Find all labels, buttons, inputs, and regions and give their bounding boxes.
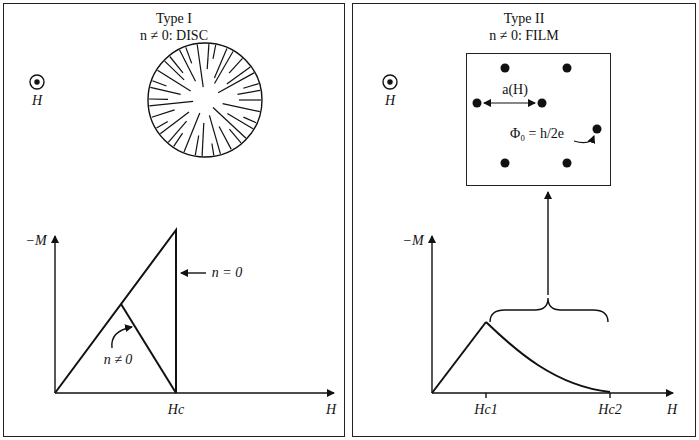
tick xyxy=(485,393,486,398)
curve-label: n ≠ 0 xyxy=(104,352,133,368)
domain-line xyxy=(223,104,260,112)
domain-line xyxy=(219,127,231,150)
domain-line xyxy=(168,121,186,142)
flux-quantum-label: Φ₀ = h/2e xyxy=(510,126,564,142)
domain-line xyxy=(149,101,193,106)
domain-lines xyxy=(149,44,261,156)
domain-line xyxy=(213,108,246,139)
spacing-arrow xyxy=(484,102,535,103)
domain-line xyxy=(209,115,220,153)
leader-arrow xyxy=(112,327,132,348)
spacing-label: a(H) xyxy=(502,82,528,98)
domain-line xyxy=(152,110,175,117)
domain-line xyxy=(157,122,168,129)
domain-line xyxy=(202,123,204,156)
lattice-box: a(H) Φ₀ = h/2e xyxy=(466,53,611,186)
critical-field-label: Hc1 xyxy=(474,402,497,418)
field-symbol xyxy=(30,75,44,89)
y-axis xyxy=(54,236,55,393)
field-label: H xyxy=(385,93,395,109)
y-axis xyxy=(431,236,432,393)
domain-line xyxy=(158,70,191,91)
critical-field-label: Hc2 xyxy=(598,402,621,418)
domain-line xyxy=(180,50,196,81)
field-label: H xyxy=(32,93,42,109)
type-panel: Type IIn ≠ 0: FILM a(H) Φ₀ = h/2e xyxy=(352,3,696,437)
leader-arrow xyxy=(181,272,206,273)
x-axis xyxy=(432,392,673,393)
panel-title: Type I xyxy=(4,10,344,27)
domain-line xyxy=(227,113,253,128)
disc-outline xyxy=(148,43,262,157)
pointer-arrow xyxy=(547,192,548,295)
domain-line xyxy=(213,45,216,59)
field-symbol xyxy=(383,75,397,89)
axis-label: −M xyxy=(402,233,423,249)
flux-arrow xyxy=(574,136,594,143)
domain-line xyxy=(184,113,200,152)
domain-line xyxy=(149,98,168,100)
domain-line xyxy=(186,47,192,63)
domain-line xyxy=(243,84,258,89)
domain-line xyxy=(229,129,241,143)
domain-line xyxy=(229,58,242,73)
magnetization-curve xyxy=(486,322,610,392)
domain-line xyxy=(150,87,180,94)
axis-label: H xyxy=(667,402,677,418)
axis-label: −M xyxy=(25,233,46,249)
x-axis xyxy=(55,392,334,393)
vortex-dots xyxy=(473,64,602,168)
panel-title: Type II xyxy=(353,10,695,27)
domain-line xyxy=(239,99,261,100)
domain-line xyxy=(152,81,166,86)
magnetization-curve xyxy=(432,322,486,393)
tick xyxy=(609,393,610,398)
brace xyxy=(490,298,608,322)
domain-line xyxy=(243,117,256,123)
field-dot xyxy=(388,80,392,84)
magnetization-curve xyxy=(121,304,176,393)
domain-line xyxy=(212,144,214,156)
domain-line xyxy=(197,45,203,88)
domain-line xyxy=(195,136,198,156)
field-dot xyxy=(35,80,39,84)
domain-line xyxy=(215,52,234,84)
curve-label: n = 0 xyxy=(212,265,242,281)
domain-line xyxy=(207,44,209,69)
panel-subtitle: n ≠ 0: FILM xyxy=(353,27,695,44)
critical-field-label: Hc xyxy=(168,402,184,418)
panel-subtitle: n ≠ 0: DISC xyxy=(4,27,344,44)
axis-label: H xyxy=(326,402,336,418)
type-panel: Type In ≠ 0: DISC xyxy=(3,3,345,437)
domain-line xyxy=(170,57,183,73)
domain-line xyxy=(238,90,261,94)
domain-line xyxy=(218,73,254,93)
magnetization-curve xyxy=(55,230,176,393)
